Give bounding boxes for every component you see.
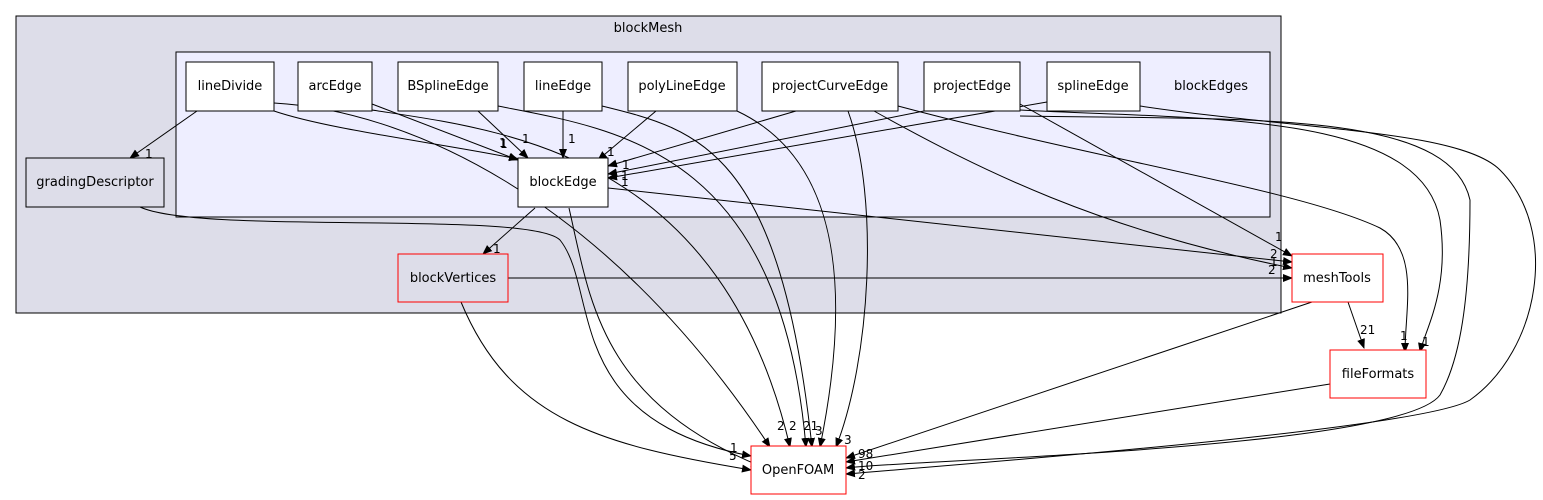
node-fileformats[interactable]: fileFormats <box>1329 349 1427 399</box>
edge-projectcurveedge-fileformats <box>897 105 1410 353</box>
node-box <box>397 61 499 112</box>
node-linedivide[interactable]: lineDivide <box>185 61 275 112</box>
node-box <box>761 61 899 112</box>
node-blockedge[interactable]: blockEdge <box>517 157 609 208</box>
edge-label: 98 <box>858 447 873 461</box>
edge-fileformats-openfoam <box>845 383 1331 465</box>
edge-label: 1 <box>607 145 615 159</box>
node-splineedge[interactable]: splineEdge <box>1046 61 1141 112</box>
node-label: lineEdge <box>535 79 591 94</box>
node-box <box>25 157 165 208</box>
node-box <box>923 61 1021 112</box>
edge-label: 1 <box>1422 335 1430 349</box>
edge-label: 1 <box>621 169 629 183</box>
node-label: blockVertices <box>410 271 497 286</box>
node-label: projectCurveEdge <box>772 79 888 94</box>
edge-blockedge-blockvertices <box>482 207 536 255</box>
edge-labels: 1 1 1 1 1 1 1 1 1 1 21 1 1 1 2 1 2 2 2 2… <box>145 132 1430 482</box>
edge-label: 1 <box>622 158 630 172</box>
edge-blockedge-meshtools <box>607 187 1293 265</box>
node-label: arcEdge <box>309 79 362 94</box>
edge-label: 2 <box>1270 247 1278 261</box>
edge-label: 10 <box>858 459 873 473</box>
node-box <box>397 253 509 303</box>
node-label: gradingDescriptor <box>36 175 154 190</box>
edge-label: 1 <box>621 175 629 189</box>
node-projectcurveedge[interactable]: projectCurveEdge <box>761 61 899 112</box>
edge-label: 1 <box>522 132 530 146</box>
edge-blockvertices-openfoam <box>460 301 752 473</box>
node-label: projectEdge <box>933 79 1011 94</box>
edge-bsplineedge-openfoam <box>497 105 810 448</box>
node-box <box>523 61 603 112</box>
edge-polylineedge-blockedge <box>597 110 657 161</box>
node-box <box>297 61 373 112</box>
edges <box>129 101 1536 478</box>
edge-label: 2 <box>789 419 797 433</box>
edge-label: 1 <box>499 136 507 150</box>
edge-projectedge-blockedge <box>607 110 925 177</box>
node-box <box>1329 349 1427 399</box>
edge-label: 2 <box>1268 263 1276 277</box>
edge-projectcurveedge-openfoam <box>835 110 868 448</box>
edge-label: 2 <box>777 419 785 433</box>
cluster-blockedges-label: blockEdges <box>1174 79 1248 94</box>
edge-linedivide-blockedge <box>273 110 519 162</box>
edge-projectcurveedge-meshtools <box>873 110 1293 271</box>
edge-linedivide-gradingdescriptor <box>129 110 198 159</box>
edge-label: 1 <box>493 242 501 256</box>
edge-label: 1 <box>145 147 153 161</box>
node-box <box>1291 253 1384 303</box>
edge-label: 1 <box>1400 329 1408 343</box>
node-label: blockEdge <box>529 175 596 190</box>
edge-label: 1 <box>1275 230 1283 244</box>
node-meshtools[interactable]: meshTools <box>1291 253 1384 303</box>
node-openfoam[interactable]: OpenFOAM <box>750 445 847 495</box>
cluster-blockmesh-label: blockMesh <box>614 21 683 36</box>
edge-label: 1 <box>568 132 576 146</box>
edge-lineedge-openfoam <box>601 105 816 448</box>
edge-gradingdescriptor-openfoam <box>139 206 752 459</box>
node-projectedge[interactable]: projectEdge <box>923 61 1021 112</box>
edge-projectcurveedge-blockedge <box>607 110 797 168</box>
node-arcedge[interactable]: arcEdge <box>297 61 373 112</box>
node-label: polyLineEdge <box>638 79 725 94</box>
node-box <box>1046 61 1141 112</box>
node-box <box>750 445 847 495</box>
edge-splineedge-blockedge <box>607 101 1048 181</box>
edge-label: 1 <box>1270 255 1278 269</box>
edge-bsplineedge-blockedge <box>477 110 529 159</box>
node-label: lineDivide <box>198 79 263 94</box>
node-label: splineEdge <box>1057 79 1128 94</box>
node-label: OpenFOAM <box>762 463 834 478</box>
edge-label: 2 <box>858 468 866 482</box>
edge-label: 5 <box>729 449 737 463</box>
node-label: BSplineEdge <box>407 79 488 94</box>
edge-meshtools-fileformats <box>1347 301 1365 349</box>
node-lineedge[interactable]: lineEdge <box>523 61 603 112</box>
edge-label: 1 <box>500 137 508 151</box>
edge-label: 21 <box>803 419 818 433</box>
edge-label: 21 <box>1360 323 1375 337</box>
edge-label: 1 <box>730 441 738 455</box>
node-gradingdescriptor[interactable]: gradingDescriptor <box>25 157 165 208</box>
edge-blockedge-openfoam <box>568 207 761 467</box>
node-bsplineedge[interactable]: BSplineEdge <box>397 61 499 112</box>
node-polylineedge[interactable]: polyLineEdge <box>627 61 738 112</box>
edge-label: 3 <box>844 433 852 447</box>
node-box <box>517 157 609 208</box>
edge-label: 3 <box>815 424 823 438</box>
edge-polylineedge-openfoam <box>736 110 837 448</box>
edge-splineedge-openfoam <box>845 105 1536 478</box>
node-label: fileFormats <box>1342 367 1415 382</box>
node-blockvertices[interactable]: blockVertices <box>397 253 509 303</box>
edge-projectedge-meshtools <box>1019 103 1293 257</box>
node-label: meshTools <box>1303 271 1371 286</box>
edge-projectedge-fileformats <box>1019 109 1443 353</box>
node-box <box>185 61 275 112</box>
node-box <box>627 61 738 112</box>
edge-meshtools-openfoam <box>845 301 1313 459</box>
